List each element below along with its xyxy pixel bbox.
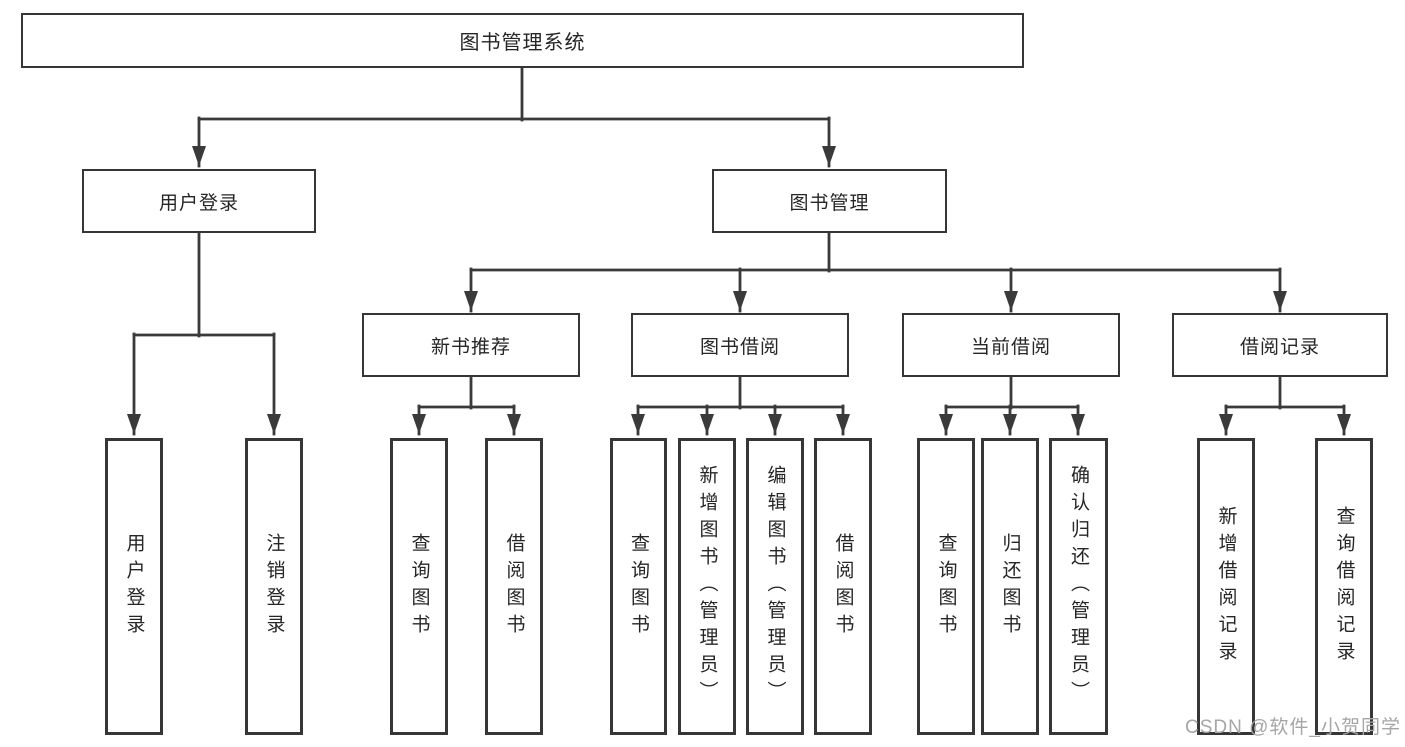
connector-user-login-to-leaves (127, 231, 281, 436)
leaf-add-books-admin: 新增图书（管理员） (678, 438, 736, 735)
node-label: 借阅图书 (832, 532, 854, 641)
leaf-query-books-recommend: 查询图书 (390, 438, 448, 735)
node-label: 注销登录 (263, 532, 285, 641)
connector-level3-to-leaves (412, 375, 1351, 436)
node-label: 用户登录 (158, 192, 239, 214)
node-label: 新增图书（管理员） (696, 465, 718, 708)
node-book-borrowing: 图书借阅 (631, 313, 849, 377)
leaf-query-books-borrowing: 查询图书 (610, 438, 667, 735)
leaf-logout: 注销登录 (245, 438, 303, 735)
node-label: 查询借阅记录 (1333, 505, 1355, 668)
leaf-borrow-books-recommend: 借阅图书 (485, 438, 543, 735)
node-label: 新增借阅记录 (1215, 505, 1237, 668)
node-label: 新书推荐 (430, 336, 511, 358)
connector-root-to-level2 (192, 66, 836, 168)
node-current-borrowing: 当前借阅 (902, 313, 1120, 377)
connector-book-management-to-level3 (464, 231, 1287, 313)
node-borrowing-records: 借阅记录 (1172, 313, 1388, 377)
node-label: 图书借阅 (699, 336, 780, 358)
node-label: 查询图书 (628, 532, 649, 641)
leaf-borrow-books: 借阅图书 (814, 438, 872, 735)
node-label: 查询图书 (408, 532, 430, 641)
node-label: 归还图书 (999, 532, 1021, 641)
node-new-book-recommendation: 新书推荐 (362, 313, 580, 377)
node-label: 当前借阅 (970, 336, 1051, 358)
node-label: 借阅图书 (503, 532, 525, 641)
leaf-add-borrow-record: 新增借阅记录 (1197, 438, 1255, 735)
csdn-watermark: CSDN @软件_小贺同学 (1185, 717, 1401, 738)
leaf-edit-books-admin: 编辑图书（管理员） (746, 438, 804, 735)
node-user-login: 用户登录 (82, 169, 316, 233)
node-label: 查询图书 (935, 532, 957, 641)
node-label: 图书管理系统 (459, 32, 586, 54)
leaf-query-borrow-record: 查询借阅记录 (1315, 438, 1373, 735)
node-label: 图书管理 (789, 192, 870, 214)
node-label: 编辑图书（管理员） (764, 465, 786, 708)
node-label: 确认归还（管理员） (1068, 465, 1089, 708)
node-book-management: 图书管理 (712, 169, 947, 233)
leaf-query-books-current: 查询图书 (917, 438, 975, 735)
leaf-return-books: 归还图书 (981, 438, 1039, 735)
node-label: 用户登录 (123, 532, 145, 641)
leaf-confirm-return-admin: 确认归还（管理员） (1049, 438, 1108, 735)
node-library-management-system: 图书管理系统 (21, 13, 1024, 68)
node-label: 借阅记录 (1239, 336, 1320, 358)
leaf-user-login: 用户登录 (105, 438, 163, 735)
